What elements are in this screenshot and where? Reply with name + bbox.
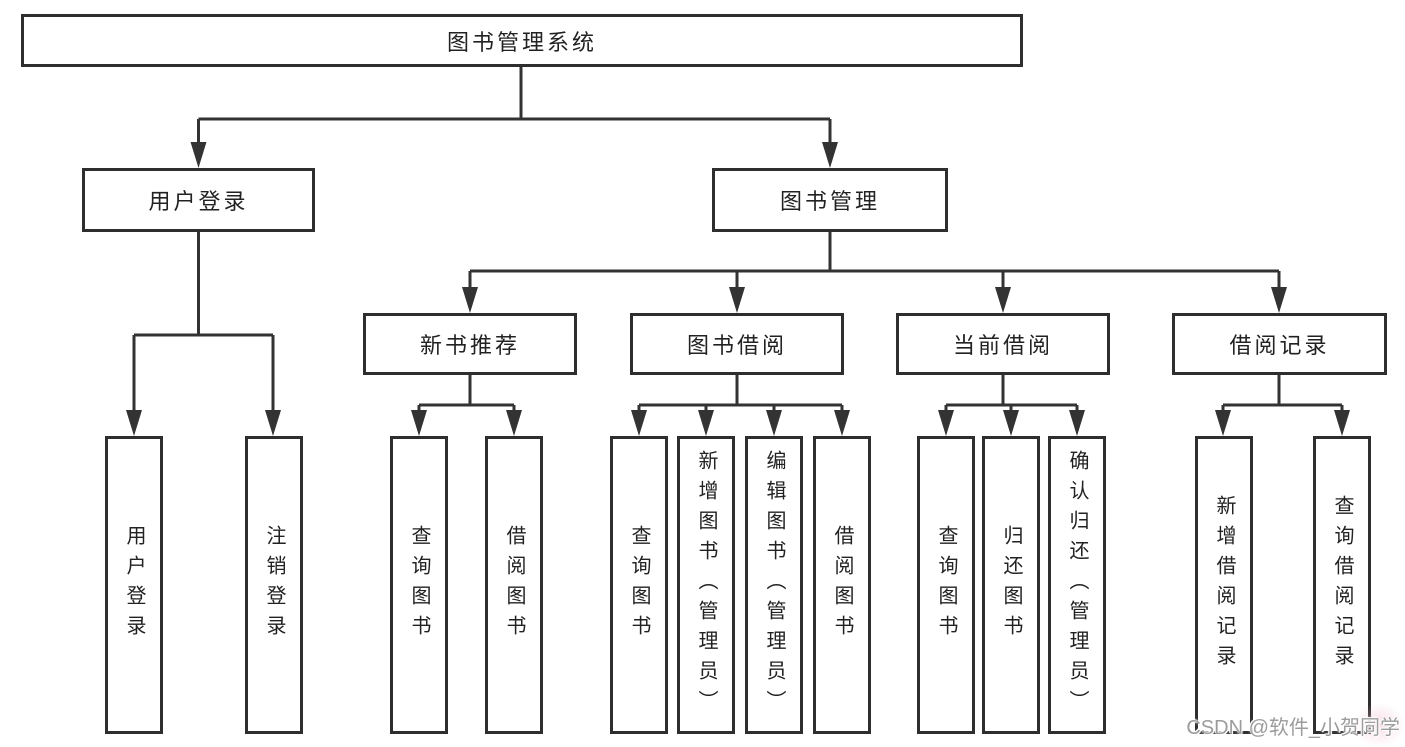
arrowhead-icon (822, 142, 838, 168)
connector-current-borrowing (938, 375, 1085, 436)
node-label: 用户登录 (123, 525, 145, 645)
connector-root (190, 67, 838, 168)
arrowhead-icon (126, 410, 142, 436)
node-borrow-records: 借阅记录 (1172, 313, 1387, 375)
arrowhead-icon (265, 410, 281, 436)
arrowhead-icon (1069, 410, 1085, 436)
node-label: 图书管理系统 (446, 29, 597, 55)
node-label: 新增图书（管理员） (695, 450, 717, 720)
arrowhead-icon (506, 410, 522, 436)
leaf-br-add-record: 新增借阅记录 (1195, 436, 1253, 734)
leaf-logout: 注销登录 (245, 436, 303, 734)
node-label: 查询图书 (628, 525, 650, 645)
node-label: 图书管理 (779, 189, 880, 214)
node-new-book-recommend: 新书推荐 (363, 313, 577, 375)
node-label: 图书借阅 (686, 333, 787, 358)
arrowhead-icon (190, 142, 207, 168)
arrowhead-icon (1271, 287, 1287, 313)
connector-new-book-recommend (411, 375, 522, 436)
node-book-borrowing: 图书借阅 (630, 313, 844, 375)
arrowhead-icon (631, 410, 647, 436)
node-label: 编辑图书（管理员） (763, 450, 785, 720)
connector-book-management (462, 232, 1287, 313)
node-label: 用户登录 (148, 189, 249, 214)
node-user-login: 用户登录 (82, 168, 315, 232)
node-label: 借阅记录 (1229, 333, 1330, 358)
arrowhead-icon (1215, 410, 1231, 436)
connector-book-borrowing (631, 375, 850, 436)
node-book-management: 图书管理 (712, 168, 948, 232)
leaf-rec-borrow-books: 借阅图书 (485, 436, 543, 734)
connector-borrow-records (1215, 375, 1350, 436)
leaf-cb-return-books: 归还图书 (982, 436, 1040, 734)
node-label: 当前借阅 (952, 333, 1053, 358)
node-label: 新增借阅记录 (1213, 495, 1235, 675)
arrowhead-icon (411, 410, 427, 436)
node-label: 注销登录 (263, 525, 285, 645)
arrowhead-icon (938, 410, 954, 436)
node-label: 借阅图书 (503, 525, 525, 645)
leaf-cb-query-books: 查询图书 (917, 436, 975, 734)
node-label: 查询借阅记录 (1331, 495, 1353, 675)
node-label: 确认归还（管理员） (1066, 450, 1088, 720)
arrowhead-icon (1334, 410, 1350, 436)
leaf-bb-edit-books-admin: 编辑图书（管理员） (745, 436, 803, 734)
node-root-system: 图书管理系统 (21, 14, 1023, 67)
node-current-borrowing: 当前借阅 (896, 313, 1110, 375)
arrowhead-icon (766, 410, 782, 436)
arrowhead-icon (995, 287, 1011, 313)
leaf-br-query-record: 查询借阅记录 (1313, 436, 1371, 734)
leaf-rec-query-books: 查询图书 (390, 436, 448, 734)
node-label: 查询图书 (935, 525, 957, 645)
arrowhead-icon (834, 410, 850, 436)
arrowhead-icon (698, 410, 714, 436)
connector-user-login (126, 232, 281, 436)
leaf-bb-query-books: 查询图书 (610, 436, 668, 734)
leaf-bb-add-books-admin: 新增图书（管理员） (677, 436, 735, 734)
leaf-bb-borrow-books: 借阅图书 (813, 436, 871, 734)
arrowhead-icon (729, 287, 745, 313)
arrowhead-icon (1003, 410, 1019, 436)
watermark-text: CSDN @软件_小贺同学 (1186, 717, 1400, 739)
node-label: 查询图书 (408, 525, 430, 645)
leaf-user-login: 用户登录 (105, 436, 163, 734)
node-label: 归还图书 (1000, 525, 1022, 645)
node-label: 借阅图书 (831, 525, 853, 645)
watermark: CSDN @软件_小贺同学 (1186, 711, 1400, 740)
leaf-cb-confirm-return-admin: 确认归还（管理员） (1048, 436, 1106, 734)
arrowhead-icon (462, 287, 478, 313)
node-label: 新书推荐 (419, 333, 520, 358)
